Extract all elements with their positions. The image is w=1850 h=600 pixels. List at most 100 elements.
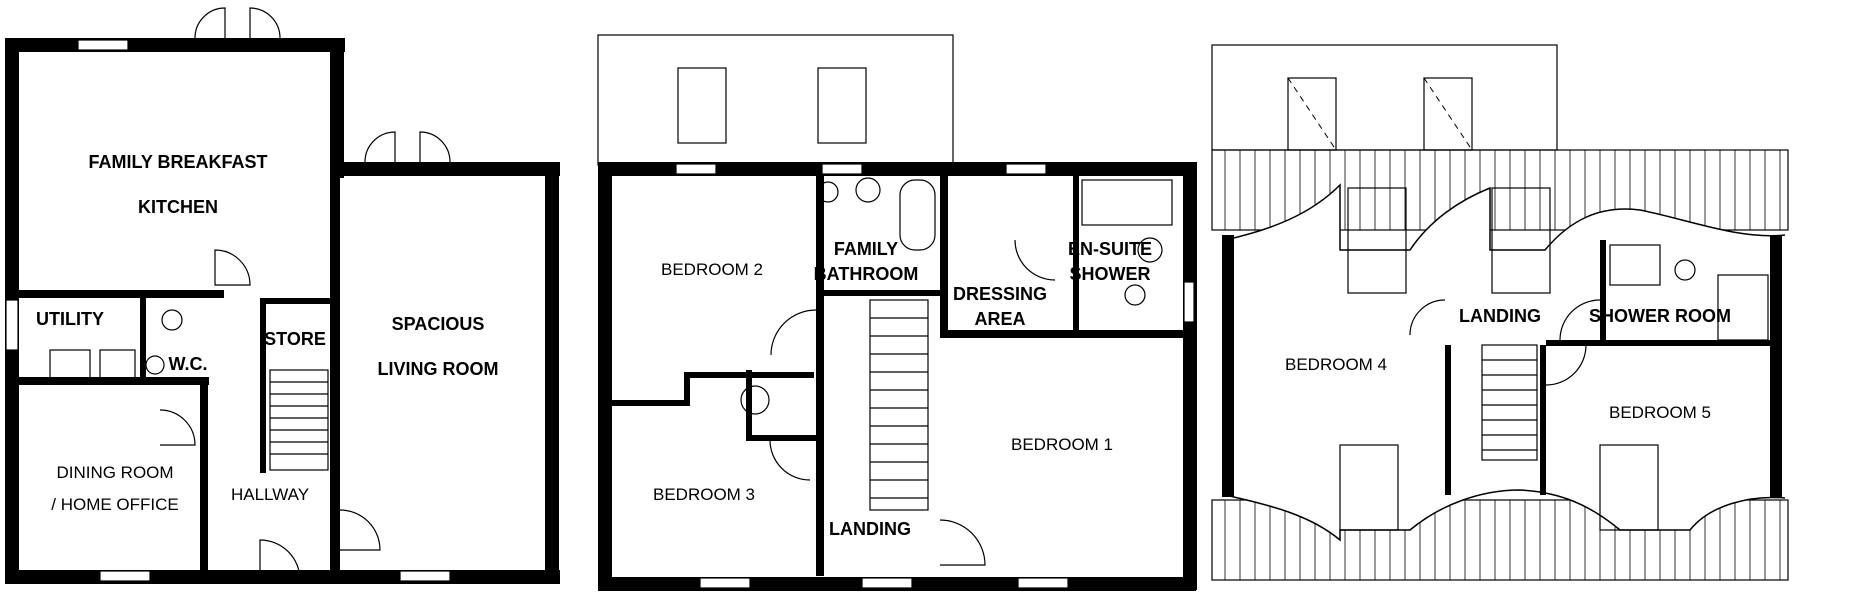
toilet-fixture (161, 309, 183, 331)
room-label-ensuite: SHOWER (1070, 264, 1151, 284)
wall (330, 162, 560, 176)
door-swing (339, 509, 381, 551)
shower-fixture (1081, 179, 1173, 226)
roof-window (817, 67, 867, 144)
basin-fixture (1137, 237, 1163, 263)
appliance-fixture (99, 349, 136, 381)
wall (1770, 235, 1782, 497)
window (99, 570, 151, 582)
dormer (1599, 444, 1659, 531)
boiler-fixture (740, 385, 770, 415)
basin-fixture (145, 355, 165, 375)
room-label-store: STORE (264, 329, 326, 349)
window (821, 163, 863, 175)
eaves-hatching (1224, 150, 1781, 230)
bath-fixture (899, 179, 936, 251)
wall (260, 298, 266, 473)
wall (816, 176, 824, 576)
window (699, 577, 751, 589)
wall (1546, 340, 1776, 346)
door-swing (769, 439, 811, 481)
room-label-dressing: DRESSING (953, 284, 1047, 304)
toilet-fixture (1674, 259, 1696, 281)
dormer (1347, 187, 1407, 294)
room-label-kitchen: FAMILY BREAKFAST (88, 152, 267, 172)
wall (1222, 235, 1234, 497)
first-floor-plan: BEDROOM 2 FAMILY BATHROOM DRESSING AREA … (597, 34, 1197, 591)
room-label-landing: LANDING (829, 519, 911, 539)
door-swing (1409, 299, 1446, 336)
room-label-kitchen: KITCHEN (138, 197, 218, 217)
wall (5, 38, 345, 52)
staircase (869, 299, 929, 511)
front-door (259, 539, 301, 581)
door-swing (1014, 239, 1056, 281)
room-label-dining: / HOME OFFICE (51, 495, 179, 514)
wall (545, 162, 559, 582)
door-swing (214, 249, 251, 286)
room-label-hallway: HALLWAY (231, 485, 309, 504)
wall (5, 570, 560, 584)
wall (746, 435, 816, 441)
room-label-shower-room: SHOWER ROOM (1589, 306, 1731, 326)
roof-outline (597, 34, 954, 166)
french-door (194, 7, 281, 39)
window (77, 39, 129, 51)
room-label-landing: LANDING (1459, 306, 1541, 326)
shower-fixture (1609, 244, 1661, 286)
wall (330, 178, 340, 578)
sink-fixture (49, 349, 91, 381)
window (5, 299, 19, 351)
wall (940, 176, 948, 336)
ceiling-line (1224, 489, 1786, 542)
window (399, 570, 451, 582)
door-swing (1545, 344, 1587, 386)
toilet-fixture (1124, 284, 1146, 306)
roof-outline (1211, 44, 1558, 151)
window (1183, 281, 1195, 323)
room-label-bedroom-3: BEDROOM 3 (653, 485, 755, 504)
wall (1445, 345, 1451, 495)
door-swing (1559, 299, 1601, 341)
shower-fixture (1717, 274, 1769, 341)
wall (140, 298, 146, 380)
wall (824, 290, 940, 296)
room-label-bedroom-1: BEDROOM 1 (1011, 435, 1113, 454)
room-label-dining: DINING ROOM (56, 463, 173, 482)
eaves-zone (1211, 499, 1789, 581)
dormer (1339, 444, 1399, 531)
roof-window (677, 67, 727, 144)
ceiling-line (1224, 183, 1786, 251)
wall (330, 38, 344, 178)
wall (1183, 162, 1197, 590)
room-label-bedroom-5: BEDROOM 5 (1609, 403, 1711, 422)
wall (1540, 345, 1546, 495)
room-label-bathroom: BATHROOM (814, 264, 919, 284)
eaves-zone (1211, 149, 1789, 231)
wall (200, 385, 208, 575)
window (861, 577, 913, 589)
wall (19, 290, 224, 298)
wall (1600, 240, 1606, 345)
wall (940, 330, 1183, 338)
basin-fixture (855, 177, 881, 203)
room-label-ensuite: EN-SUITE (1068, 239, 1152, 259)
french-door (364, 131, 451, 163)
staircase (1481, 344, 1538, 461)
room-label-wc: W.C. (169, 354, 208, 374)
wall (612, 400, 687, 406)
window (675, 163, 717, 175)
second-floor-plan: BEDROOM 4 LANDING SHOWER ROOM BEDROOM 5 (1211, 44, 1789, 581)
window (1017, 577, 1069, 589)
wall (684, 372, 690, 406)
wall (746, 370, 752, 440)
toilet-fixture (817, 181, 839, 203)
staircase (269, 369, 329, 471)
room-label-utility: UTILITY (36, 309, 104, 329)
room-label-bedroom-4: BEDROOM 4 (1285, 355, 1387, 374)
room-label-dressing: AREA (974, 309, 1025, 329)
door-swing (159, 409, 196, 446)
ground-floor-plan: FAMILY BREAKFAST KITCHEN UTILITY W.C. ST… (5, 7, 560, 584)
room-label-bedroom-2: BEDROOM 2 (661, 260, 763, 279)
